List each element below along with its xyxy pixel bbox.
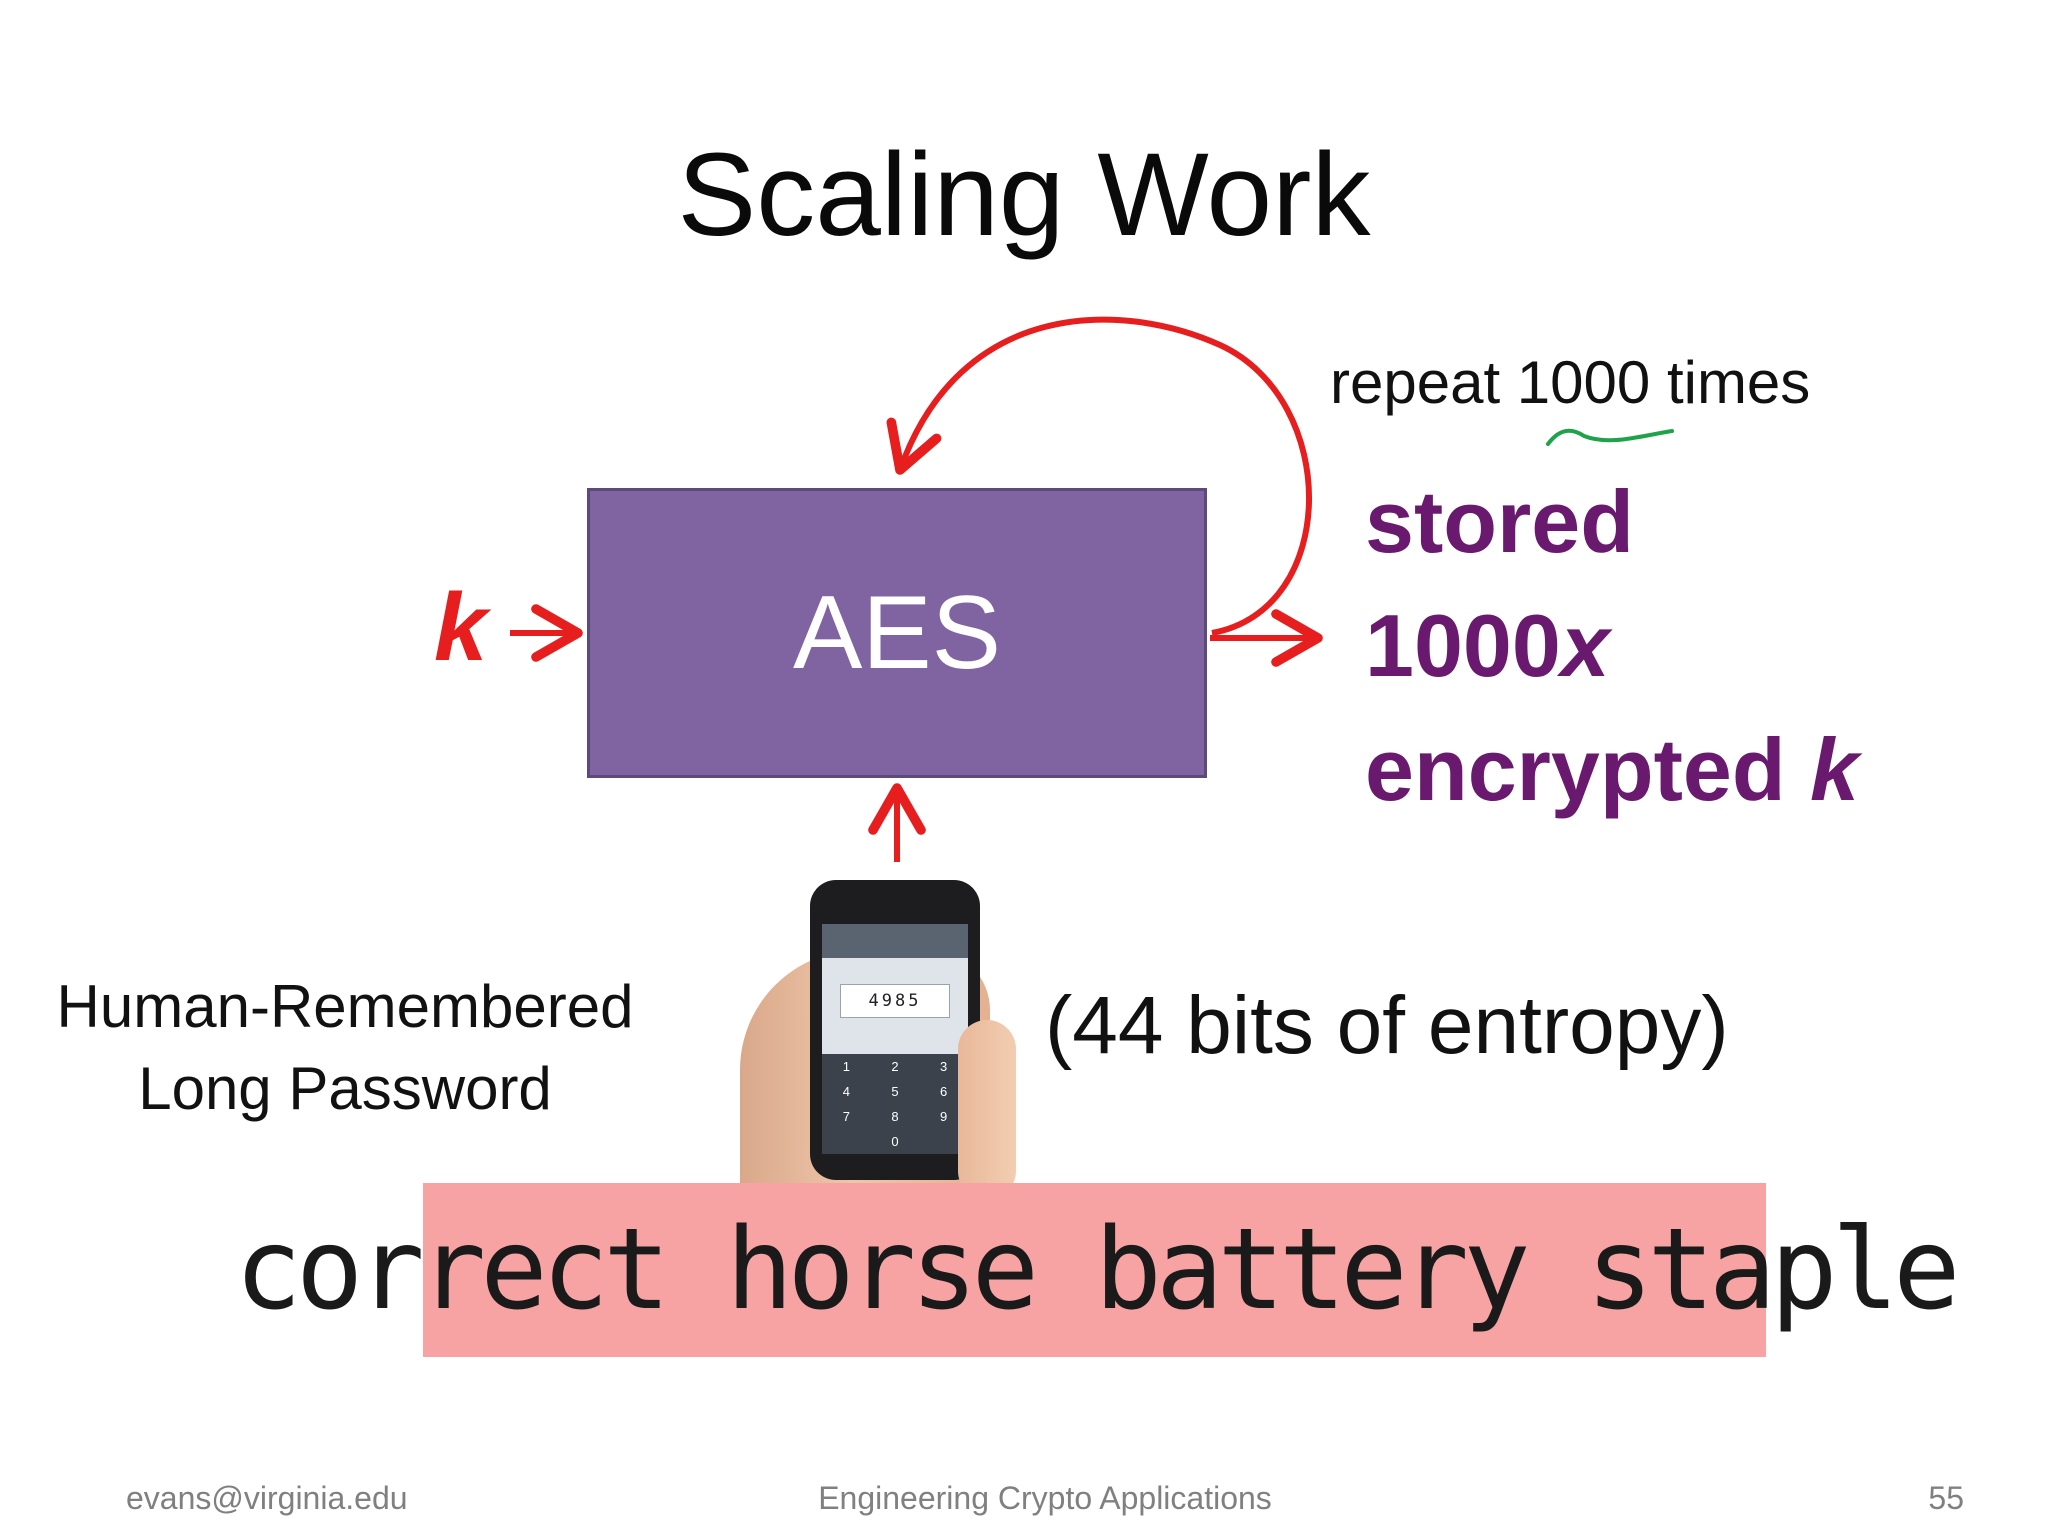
human-label-line1: Human-Remembered	[56, 973, 634, 1040]
key-label: k	[434, 574, 488, 681]
entropy-label: (44 bits of entropy)	[1045, 980, 1729, 1071]
keypad-key: 6	[940, 1084, 948, 1099]
output-count-variable: x	[1560, 596, 1610, 695]
phone-screen: 4985 1 2 3 4 5 6 7 8 9 0	[822, 924, 968, 1154]
handwritten-underline	[1546, 428, 1674, 446]
output-line-stored: stored	[1365, 472, 1634, 571]
keypad-key	[822, 1129, 871, 1154]
output-line-count: 1000x	[1365, 602, 1610, 690]
phone-screen-header	[822, 924, 968, 958]
keypad-key: 8	[891, 1109, 899, 1124]
phone-keypad: 1 2 3 4 5 6 7 8 9 0	[822, 1054, 968, 1154]
phone-code-display: 4985	[840, 984, 950, 1018]
footer-course-title: Engineering Crypto Applications	[818, 1480, 1272, 1516]
keypad-key: 2	[891, 1059, 899, 1074]
output-encrypted-text: encrypted	[1365, 720, 1811, 819]
aes-block: AES	[587, 488, 1207, 778]
keypad-key: 7	[842, 1109, 850, 1124]
keypad-key: 9	[940, 1109, 948, 1124]
output-count-number: 1000	[1365, 596, 1561, 695]
repeat-loop-arrow	[886, 316, 1312, 636]
aes-label: AES	[792, 575, 1002, 691]
keypad-key: 3	[940, 1059, 948, 1074]
password-example-text: correct horse battery staple	[234, 1205, 1960, 1335]
thumb-image	[958, 1020, 1016, 1200]
output-encrypted-variable: k	[1810, 720, 1859, 819]
footer-page-number: 55	[1928, 1480, 1964, 1516]
password-example-strip: correct horse battery staple	[234, 1183, 1961, 1357]
human-password-label: Human-Remembered Long Password	[30, 966, 660, 1130]
keypad-key: 4	[842, 1084, 850, 1099]
keypad-key: 5	[891, 1084, 899, 1099]
phone-image: 4985 1 2 3 4 5 6 7 8 9 0	[810, 880, 980, 1180]
output-line-encrypted: encrypted k	[1365, 726, 1859, 814]
human-label-line2: Long Password	[138, 1055, 552, 1122]
repeat-label: repeat 1000 times	[1330, 349, 1811, 416]
footer-email: evans@virginia.edu	[126, 1480, 408, 1516]
keypad-key: 1	[842, 1059, 850, 1074]
keypad-key: 0	[891, 1134, 899, 1149]
slide-title: Scaling Work	[677, 129, 1371, 261]
